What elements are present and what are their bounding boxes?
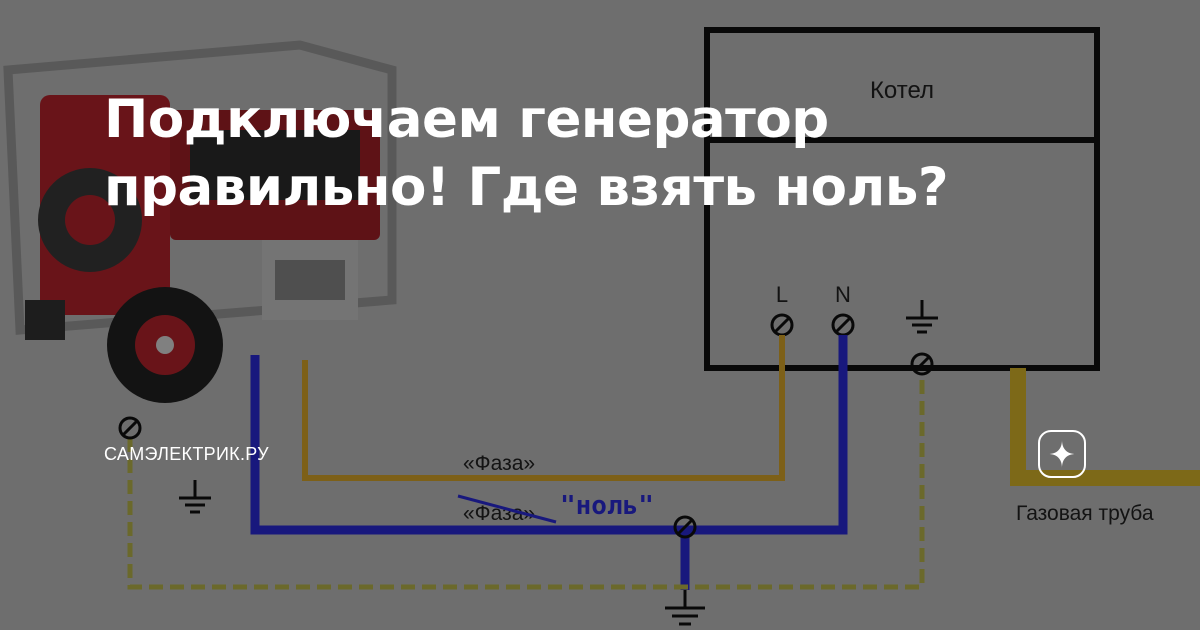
neutral-junction-terminal (673, 515, 697, 539)
generator-ground-terminal (118, 416, 142, 440)
terminal-n-label: N (835, 282, 851, 307)
dzen-logo[interactable] (1038, 430, 1086, 478)
source-site[interactable]: САМЭЛЕКТРИК.РУ (104, 444, 269, 464)
phase-wire (302, 335, 785, 481)
title-line-1: Подключаем генератор (104, 89, 829, 150)
earth-ground-symbol (665, 590, 705, 626)
article-title[interactable]: Подключаем генератор правильно! Где взят… (104, 86, 1084, 222)
neutral-wire (250, 335, 848, 535)
terminal-l-label: L (776, 282, 788, 307)
boiler-box (704, 27, 1100, 371)
boiler-label: Котел (870, 77, 934, 104)
neutral-label: "ноль" (560, 491, 654, 521)
generator-ground-symbol (179, 480, 211, 514)
gas-pipe-label: Газовая труба (1016, 502, 1154, 525)
ground-wire (127, 374, 925, 590)
title-line-2: правильно! Где взять ноль? (104, 157, 949, 218)
boiler-ground-terminal (910, 352, 934, 376)
boiler-ground-symbol (906, 300, 938, 334)
generator-image (3, 40, 397, 403)
gas-pipe (1010, 368, 1200, 486)
phase-label: «Фаза» (463, 452, 535, 475)
struck-phase-label: «Фаза» (463, 502, 535, 525)
dzen-star-icon (1048, 440, 1076, 468)
strike-line (457, 494, 557, 524)
